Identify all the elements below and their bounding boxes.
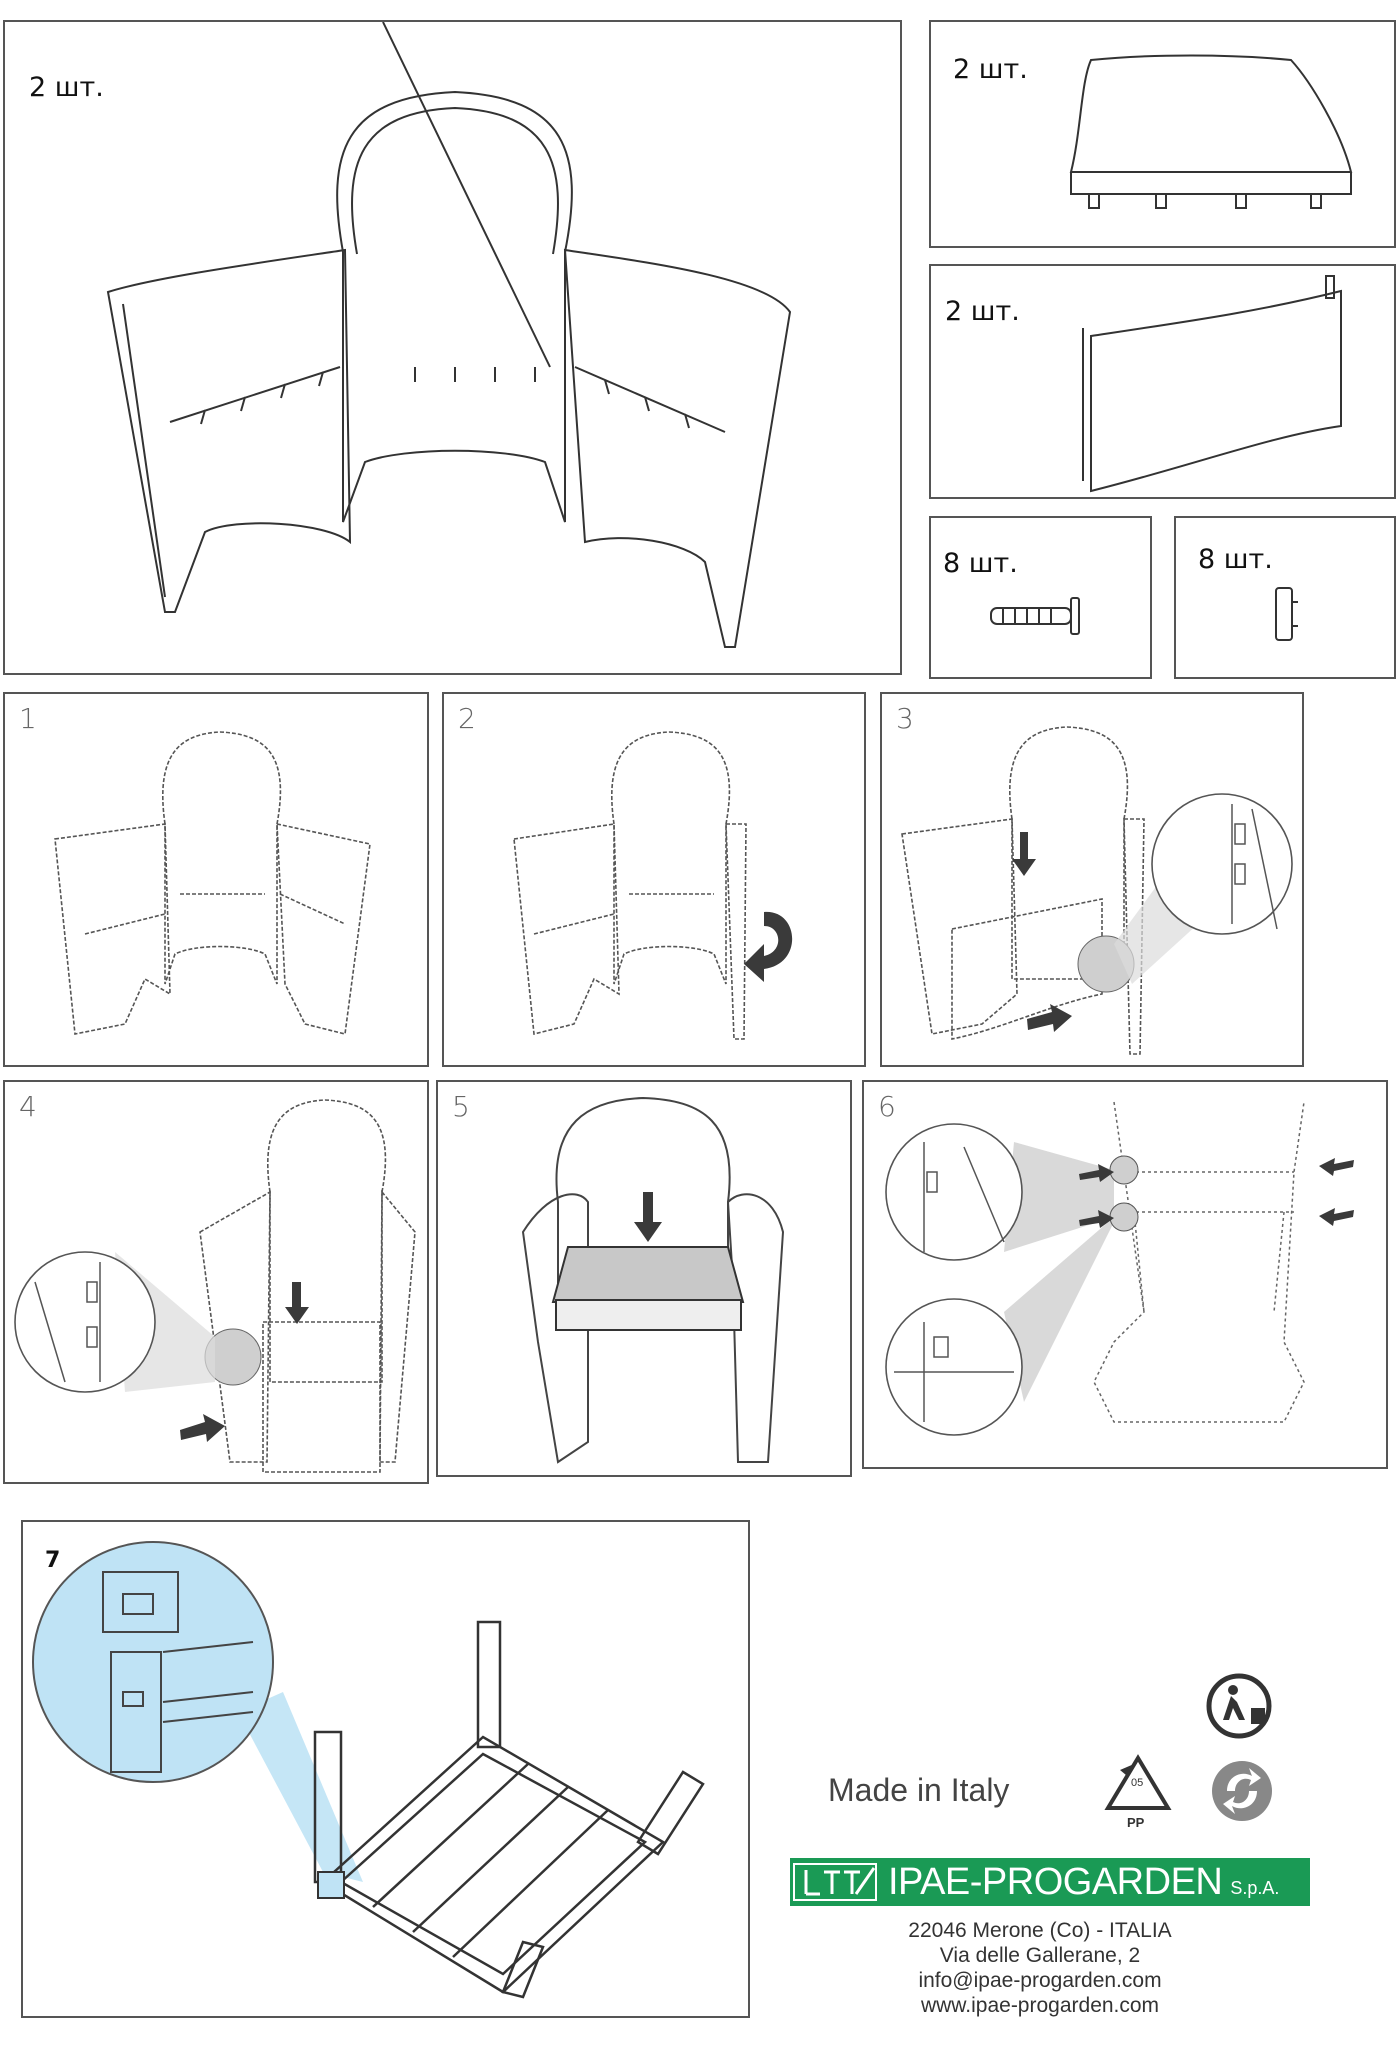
part-quantity: 8 шт. — [943, 548, 1018, 579]
brand-mark-icon — [793, 1863, 877, 1901]
recycle-code: 05 — [1131, 1777, 1144, 1789]
brand-suffix: S.p.A. — [1230, 1877, 1280, 1898]
part-quantity: 2 шт. — [945, 296, 1020, 327]
part-quantity: 8 шт. — [1198, 544, 1273, 575]
step-5-drawing — [521, 1096, 785, 1464]
step-7-drawing — [32, 1541, 705, 1999]
step-6-drawing — [885, 1101, 1354, 1436]
part-panel-seat: 2 шт. — [929, 20, 1396, 248]
made-in-italy-label: Made in Italy — [828, 1772, 1010, 1808]
step-4-drawing — [14, 1099, 416, 1473]
green-dot-icon — [1212, 1761, 1272, 1821]
step-5-panel: 5 — [436, 1080, 852, 1477]
step-3-panel: 3 — [880, 692, 1304, 1067]
seat-drawing — [1069, 54, 1353, 209]
step-number: 4 — [19, 1090, 37, 1123]
chair-frame-drawing — [106, 22, 792, 648]
front-rail-drawing — [1082, 275, 1342, 493]
website-line: www.ipae-progarden.com — [920, 1994, 1160, 2017]
step-number: 1 — [19, 702, 37, 735]
part-panel-screw: 8 шт. — [929, 516, 1152, 679]
part-panel-chair-frame: 2 шт. — [3, 20, 902, 675]
address-line: Via delle Gallerane, 2 — [939, 1944, 1141, 1967]
cap-drawing — [1275, 587, 1298, 641]
step-6-panel: 6 — [862, 1080, 1388, 1469]
step-number: 2 — [458, 702, 476, 735]
part-quantity: 2 шт. — [953, 54, 1028, 85]
recycle-material: PP — [1127, 1815, 1145, 1830]
step-2-drawing — [513, 731, 793, 1040]
step-1-drawing — [54, 731, 371, 1035]
step-number: 3 — [896, 702, 914, 735]
step-4-panel: 4 — [3, 1080, 429, 1484]
address-line: 22046 Merone (Co) - ITALIA — [908, 1919, 1172, 1942]
recycle-pp-icon — [1104, 1754, 1172, 1810]
company-address: 22046 Merone (Co) - ITALIA Via delle Gal… — [840, 1918, 1240, 2018]
screw-drawing — [990, 597, 1080, 635]
part-panel-cap: 8 шт. — [1174, 516, 1396, 679]
tidyman-litter-icon — [1206, 1673, 1272, 1739]
part-quantity: 2 шт. — [29, 72, 104, 103]
email-line: info@ipae-progarden.com — [918, 1969, 1162, 1992]
step-1-panel: 1 — [3, 692, 429, 1067]
step-7-panel: 7 — [21, 1520, 750, 2018]
ipae-progarden-logo: IPAE-PROGARDEN S.p.A. — [790, 1858, 1310, 1906]
step-2-panel: 2 — [442, 692, 866, 1067]
part-panel-front-rail: 2 шт. — [929, 264, 1396, 499]
step-3-drawing — [901, 726, 1293, 1055]
step-number: 5 — [452, 1090, 470, 1123]
step-number: 6 — [878, 1090, 896, 1123]
brand-name: IPAE-PROGARDEN — [888, 1860, 1223, 1903]
step-number: 7 — [45, 1548, 61, 1573]
